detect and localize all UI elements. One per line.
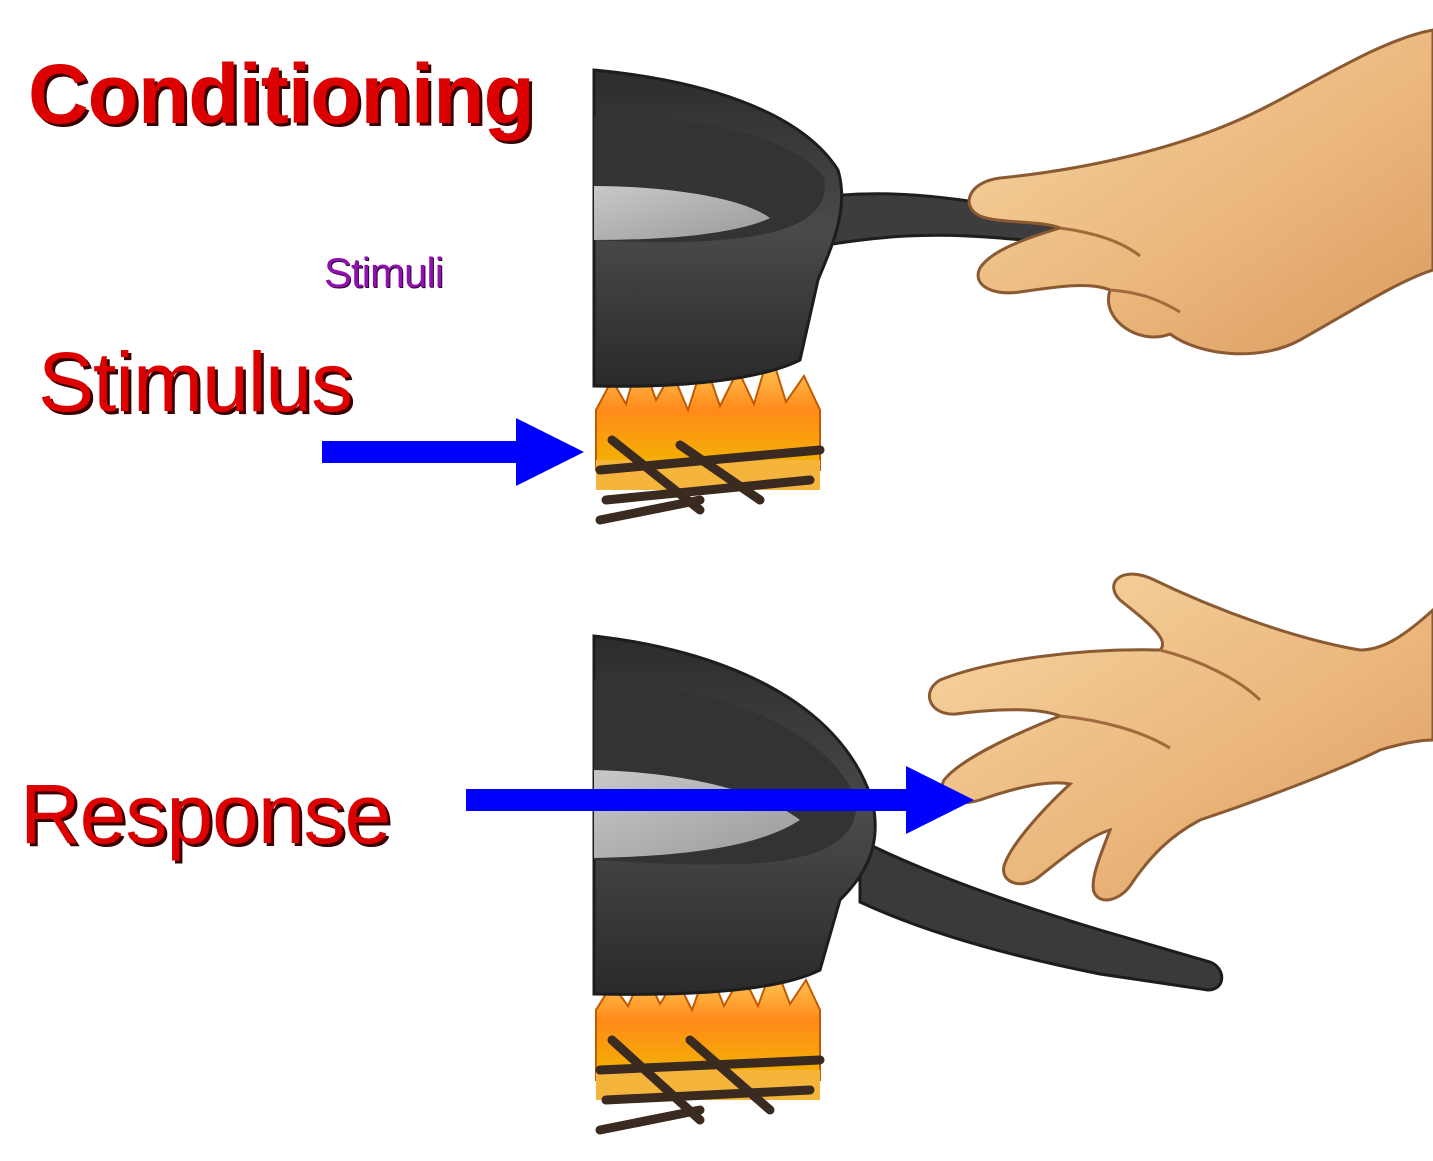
fire-icon (595, 346, 825, 525)
label-stimuli: Stimuli (324, 249, 444, 296)
hand-icon (967, 28, 1433, 356)
hand-icon (927, 572, 1433, 902)
label-response: Response (20, 767, 391, 861)
frying-pan-icon (592, 68, 1097, 388)
frying-pan-icon (592, 634, 1224, 996)
title-conditioning: Conditioning (28, 47, 535, 141)
arrow-icon (322, 418, 584, 486)
arrow-icon (466, 766, 974, 834)
label-stimulus: Stimulus (38, 335, 353, 429)
